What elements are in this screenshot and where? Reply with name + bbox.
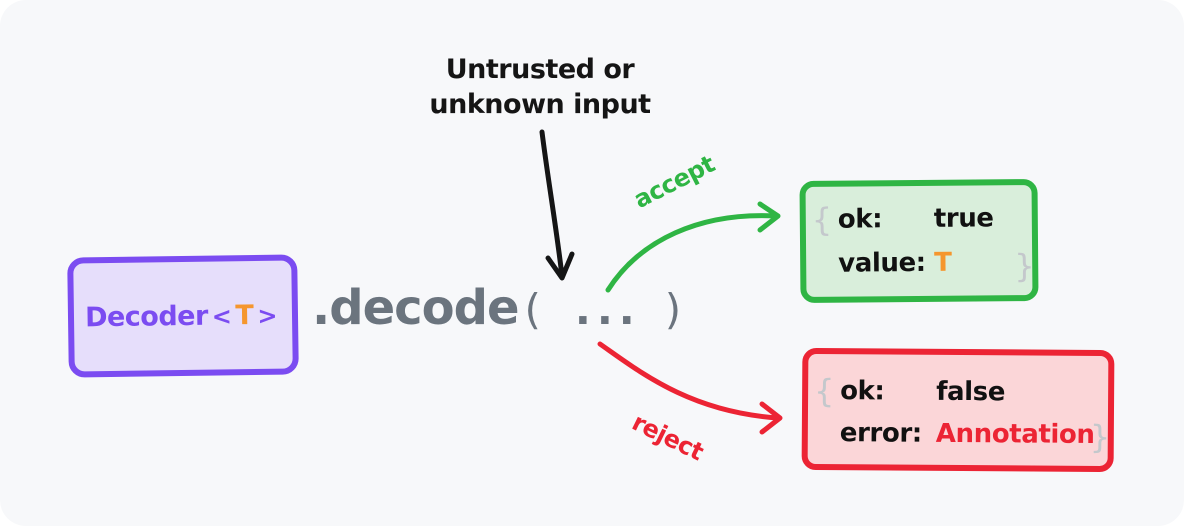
accept-open-brace: {	[811, 200, 833, 239]
reject-ok-row: ok: false	[840, 376, 1005, 407]
input-label: Untrusted or unknown input	[420, 52, 660, 122]
accept-value-value: T	[934, 247, 952, 278]
decoder-open-angle: <	[211, 301, 232, 331]
accept-arrow	[605, 201, 781, 293]
reject-arrow	[597, 341, 783, 435]
reject-ok-key: ok:	[840, 376, 885, 407]
decode-method: .decode	[312, 280, 519, 336]
open-paren: (	[524, 285, 541, 334]
decoder-box: Decoder<T>	[67, 254, 299, 378]
decoder-close-angle: >	[257, 301, 278, 330]
reject-ok-value: false	[936, 376, 1006, 408]
reject-close-brace: }	[1089, 417, 1111, 457]
accept-close-brace: }	[1014, 246, 1035, 286]
accept-result-box: { ok: true value: T }	[799, 178, 1039, 304]
input-label-line1: Untrusted or	[445, 54, 635, 85]
accept-ok-row: ok: true	[837, 203, 994, 235]
reject-result-box: { ok: false error: Annotation }	[801, 347, 1115, 473]
accept-value-key: value:	[838, 247, 926, 279]
close-paren: )	[664, 285, 682, 334]
decode-call: .decode(...)	[312, 280, 681, 336]
reject-error-value: Annotation	[935, 418, 1095, 450]
decoder-type-param: T	[235, 299, 254, 331]
reject-open-brace: {	[813, 371, 835, 411]
reject-error-key: error:	[839, 418, 922, 449]
decoder-label: Decoder<T>	[85, 299, 281, 333]
call-args: ...	[574, 285, 641, 334]
input-arrow	[539, 129, 575, 281]
accept-ok-value: true	[933, 203, 994, 234]
decoder-name: Decoder	[84, 300, 209, 333]
reject-error-row: error: Annotation	[839, 418, 1095, 450]
accept-ok-key: ok:	[837, 204, 883, 235]
input-label-line2: unknown input	[429, 89, 651, 120]
accept-value-row: value: T	[838, 247, 952, 279]
